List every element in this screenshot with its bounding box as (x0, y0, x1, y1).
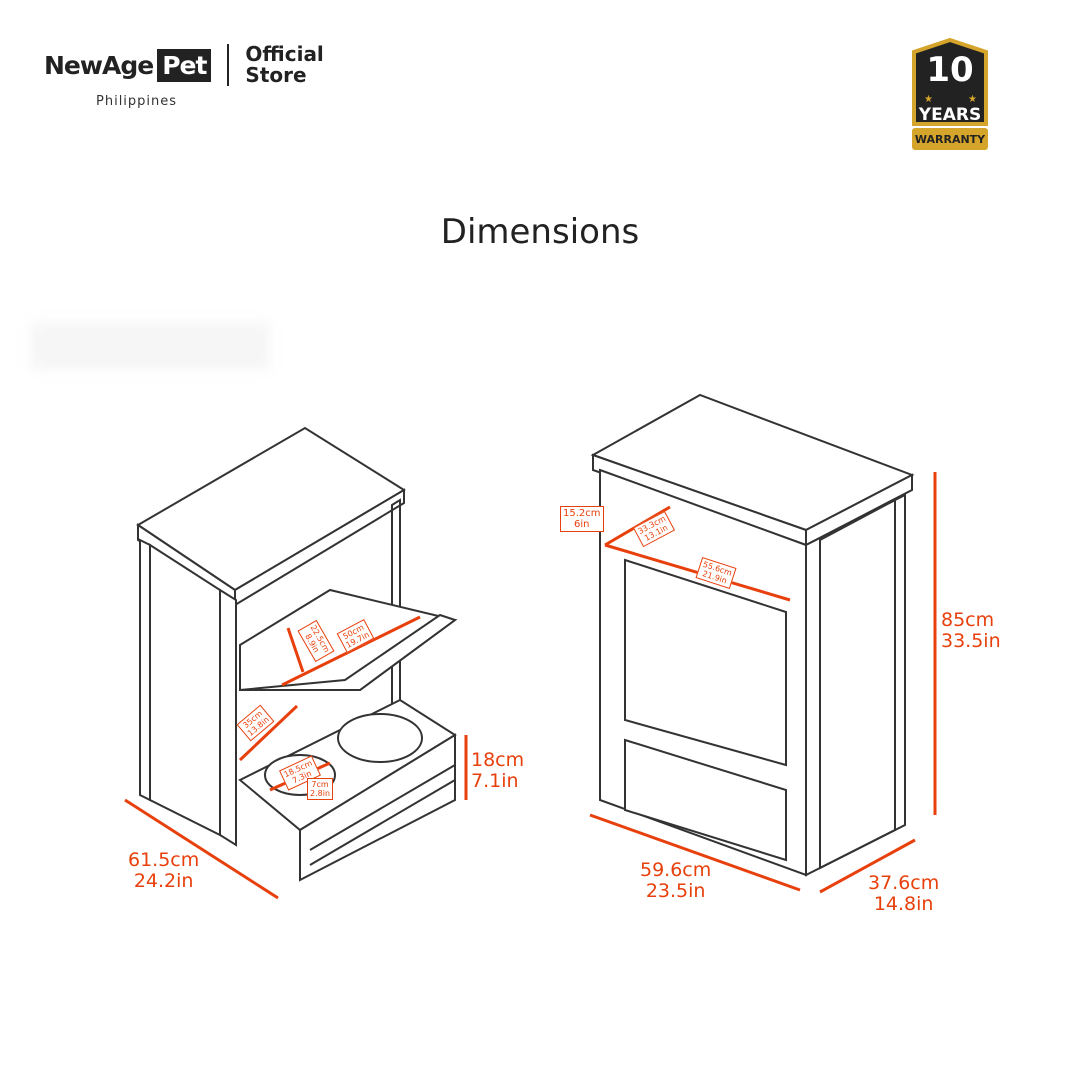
shield-icon: ★ ★ (912, 37, 988, 150)
store-line-1: Official (245, 42, 324, 66)
brand-pet: Pet (157, 48, 212, 82)
page-title: Dimensions (440, 212, 640, 252)
depth-cm: 37.6cm (868, 872, 940, 894)
logo-divider (227, 44, 230, 86)
brand-name: NewAge (44, 50, 154, 80)
store-line-2: Store (245, 63, 307, 87)
warranty-years: YEARS (918, 105, 982, 125)
svg-text:★: ★ (924, 94, 933, 105)
height-cm: 85cm (941, 609, 995, 631)
bowl-depth-in: 2.8in (310, 789, 331, 798)
svg-text:★: ★ (968, 94, 977, 105)
warranty-number: 10 (926, 50, 974, 90)
width-cm: 59.6cm (640, 859, 712, 881)
width-in: 23.5in (645, 880, 706, 902)
bowl-height-cm: 18cm (471, 749, 525, 771)
height-in: 33.5in (941, 630, 1001, 652)
bowl-depth-cm: 7cm (311, 780, 329, 789)
left-depth-in: 24.2in (133, 870, 194, 892)
depth-in: 14.8in (873, 893, 934, 915)
warranty-badge: ★ ★ 10 YEARS WARRANTY (910, 37, 990, 154)
brand-logo: NewAge Pet Official Store (44, 44, 324, 86)
bowl-height-in: 7.1in (471, 770, 519, 792)
warranty-label: WARRANTY (914, 133, 986, 146)
country-label: Philippines (96, 94, 178, 109)
left-depth-cm: 61.5cm (128, 849, 200, 871)
shelf-height-in: 6in (574, 519, 590, 530)
right-cabinet-drawing (590, 393, 915, 877)
shelf-height-cm: 15.2cm (563, 508, 601, 519)
official-store-label: Official Store (245, 44, 323, 86)
blurred-area (30, 322, 270, 370)
